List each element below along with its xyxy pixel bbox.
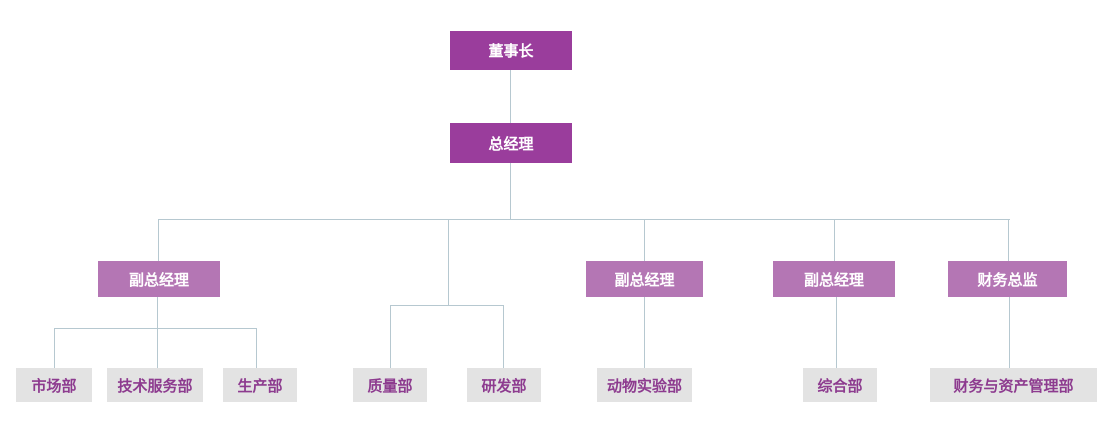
org-node-animal-lab-dept: 动物实验部 — [597, 368, 692, 402]
org-node-general-affairs-dept: 综合部 — [803, 368, 877, 402]
org-node-deputy-gm-2: 副总经理 — [586, 261, 703, 297]
connector-drop-finance-asset — [1009, 297, 1010, 368]
connector-left-horizontal — [54, 328, 257, 329]
connector-drop-rnd — [503, 305, 504, 368]
connector-drop-deputy2 — [644, 219, 645, 261]
connector-gm-trunk — [510, 163, 511, 220]
connector-drop-animal-lab — [644, 297, 645, 368]
org-node-finance-asset-dept: 财务与资产管理部 — [930, 368, 1097, 402]
connector-mid-horizontal — [390, 305, 504, 306]
connector-drop-deputy1 — [158, 219, 159, 261]
org-node-finance-director: 财务总监 — [948, 261, 1067, 297]
org-node-production-dept: 生产部 — [223, 368, 297, 402]
org-node-chairman: 董事长 — [450, 31, 572, 70]
org-node-deputy-gm-3: 副总经理 — [773, 261, 895, 297]
connector-drop-mid-branch — [448, 219, 449, 305]
connector-drop-deputy3 — [834, 219, 835, 261]
connector-drop-marketing — [54, 328, 55, 368]
connector-drop-finance — [1008, 219, 1009, 261]
connector-drop-quality — [390, 305, 391, 368]
connector-deputy1-children — [157, 297, 158, 368]
connector-chairman-gm — [510, 70, 511, 123]
org-node-general-manager: 总经理 — [450, 123, 572, 163]
org-node-deputy-gm-1: 副总经理 — [98, 261, 220, 297]
org-node-marketing-dept: 市场部 — [16, 368, 92, 402]
org-node-quality-dept: 质量部 — [353, 368, 427, 402]
connector-drop-production — [256, 328, 257, 368]
connector-drop-general-affairs — [836, 297, 837, 368]
connector-main-horizontal — [158, 219, 1010, 220]
org-node-tech-service-dept: 技术服务部 — [107, 368, 203, 402]
org-node-rnd-dept: 研发部 — [467, 368, 541, 402]
